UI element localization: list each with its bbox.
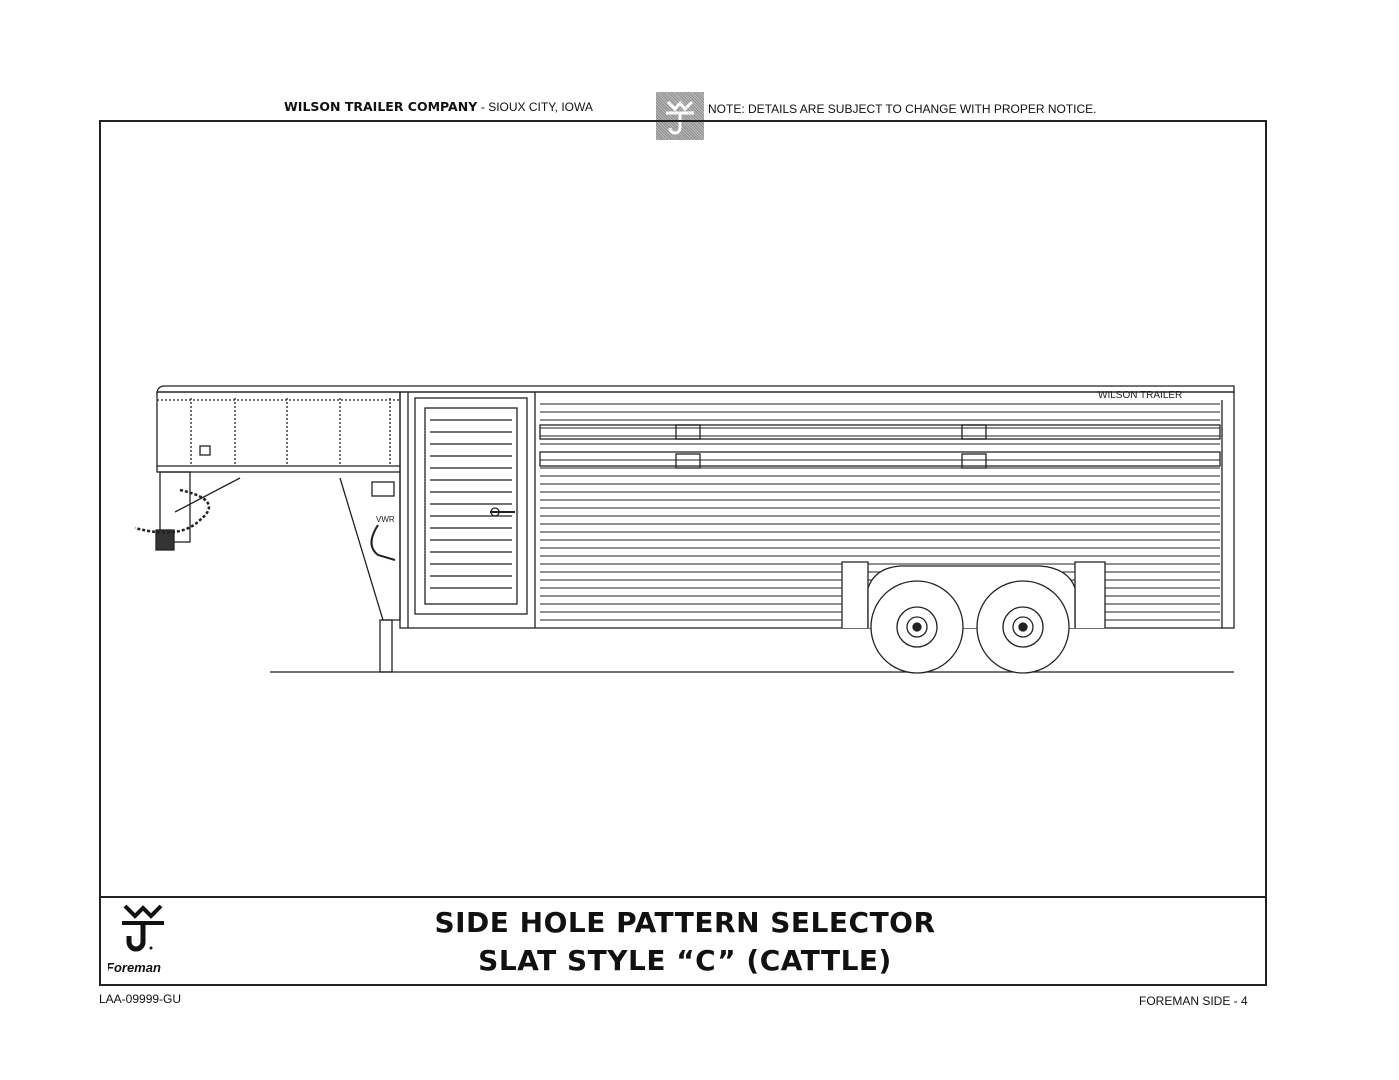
drawing-title-line1: SIDE HOLE PATTERN SELECTOR — [434, 906, 936, 939]
jack-stand — [379, 619, 393, 673]
wilson-logo-icon — [656, 92, 704, 140]
company-name: WILSON TRAILER COMPANY — [284, 99, 478, 114]
side-decal: WILSON TRAILER — [1098, 390, 1182, 401]
header-note: NOTE: DETAILS ARE SUBJECT TO CHANGE WITH… — [708, 102, 1097, 116]
foreman-logo-icon: Foreman — [106, 904, 164, 975]
drawing-number: LAA-09999-GU — [99, 992, 182, 1006]
wheel-front — [870, 580, 964, 674]
foreman-logo-text: Foreman — [108, 960, 161, 975]
sheet-label: FOREMAN SIDE - 4 — [1139, 994, 1248, 1008]
vwr-label: VWR — [376, 515, 395, 524]
gooseneck: VWR — [134, 391, 401, 673]
trailer-body — [399, 391, 1235, 629]
side-door — [414, 397, 528, 615]
foreman-logo: Foreman — [106, 900, 218, 980]
top-rail — [156, 385, 1235, 395]
drawing-title-line2: SLAT STYLE “C” (CATTLE) — [478, 944, 892, 977]
drawing-frame — [99, 120, 1267, 986]
title-divider — [99, 896, 1267, 898]
header-company: WILSON TRAILER COMPANY - SIOUX CITY, IOW… — [284, 99, 593, 114]
company-location: - SIOUX CITY, IOWA — [480, 100, 593, 114]
wheel-rear — [976, 580, 1070, 674]
